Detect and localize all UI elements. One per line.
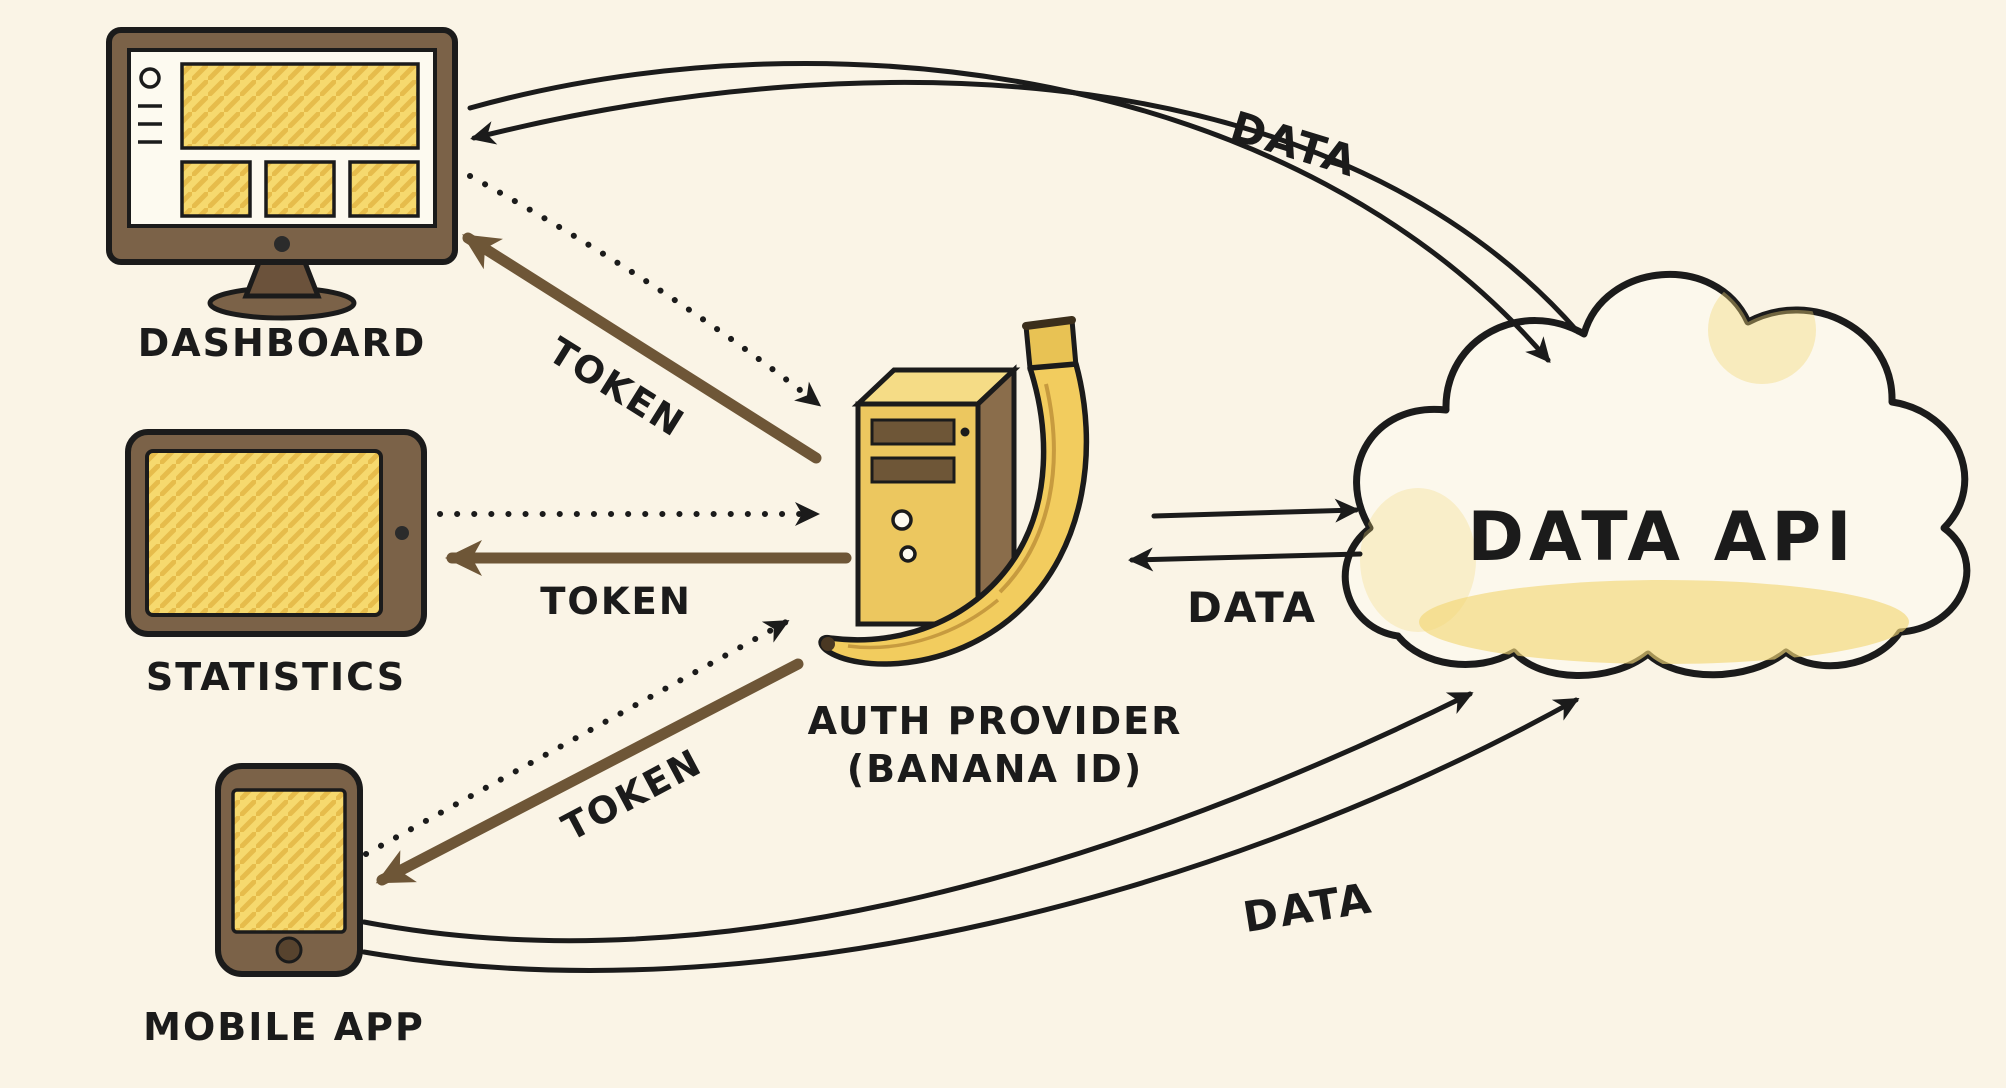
auth-provider-node: AUTH PROVIDER (BANANA ID) [808,316,1183,791]
auth-mobile-token-arrow [375,658,804,886]
dashboard-label: DASHBOARD [138,321,427,365]
dashboard-node: DASHBOARD [106,27,458,365]
phone-icon [215,763,363,977]
auth-dashboard-token-arrow [462,232,822,464]
auth-api-data-arrow-out [1151,498,1360,523]
data-auth-label: DATA [1187,583,1317,632]
token-dashboard-label: TOKEN [541,329,692,446]
banana-icon [818,316,1090,667]
api-dashboard-data-arrow-back [470,80,1581,335]
data-api-node: DATA API [1341,270,1971,679]
server-icon [851,364,1021,630]
statistics-label: STATISTICS [146,655,406,699]
mobile-label: MOBILE APP [143,1005,425,1049]
monitor-icon [106,27,458,321]
tablet-icon [125,429,427,637]
dashboard-auth-request-arrow [467,173,822,407]
data-dashboard-label: DATA [1225,102,1364,187]
api-auth-data-arrow-back [1128,547,1363,572]
auth-provider-label-line1: AUTH PROVIDER [808,699,1183,743]
token-statistics-label: TOKEN [540,580,692,623]
data-mobile-label: DATA [1240,873,1376,942]
mobile-auth-request-arrow [363,619,790,857]
auth-provider-label-line2: (BANANA ID) [847,747,1143,791]
mobile-node: MOBILE APP [143,763,425,1049]
dashboard-api-data-arrow-out [467,61,1551,364]
mobile-api-data-arrow-2 [361,697,1580,973]
mobile-api-data-arrow-1 [361,691,1474,944]
data-api-label: DATA API [1468,498,1857,577]
token-mobile-label: TOKEN [555,740,709,849]
statistics-node: STATISTICS [125,429,427,699]
